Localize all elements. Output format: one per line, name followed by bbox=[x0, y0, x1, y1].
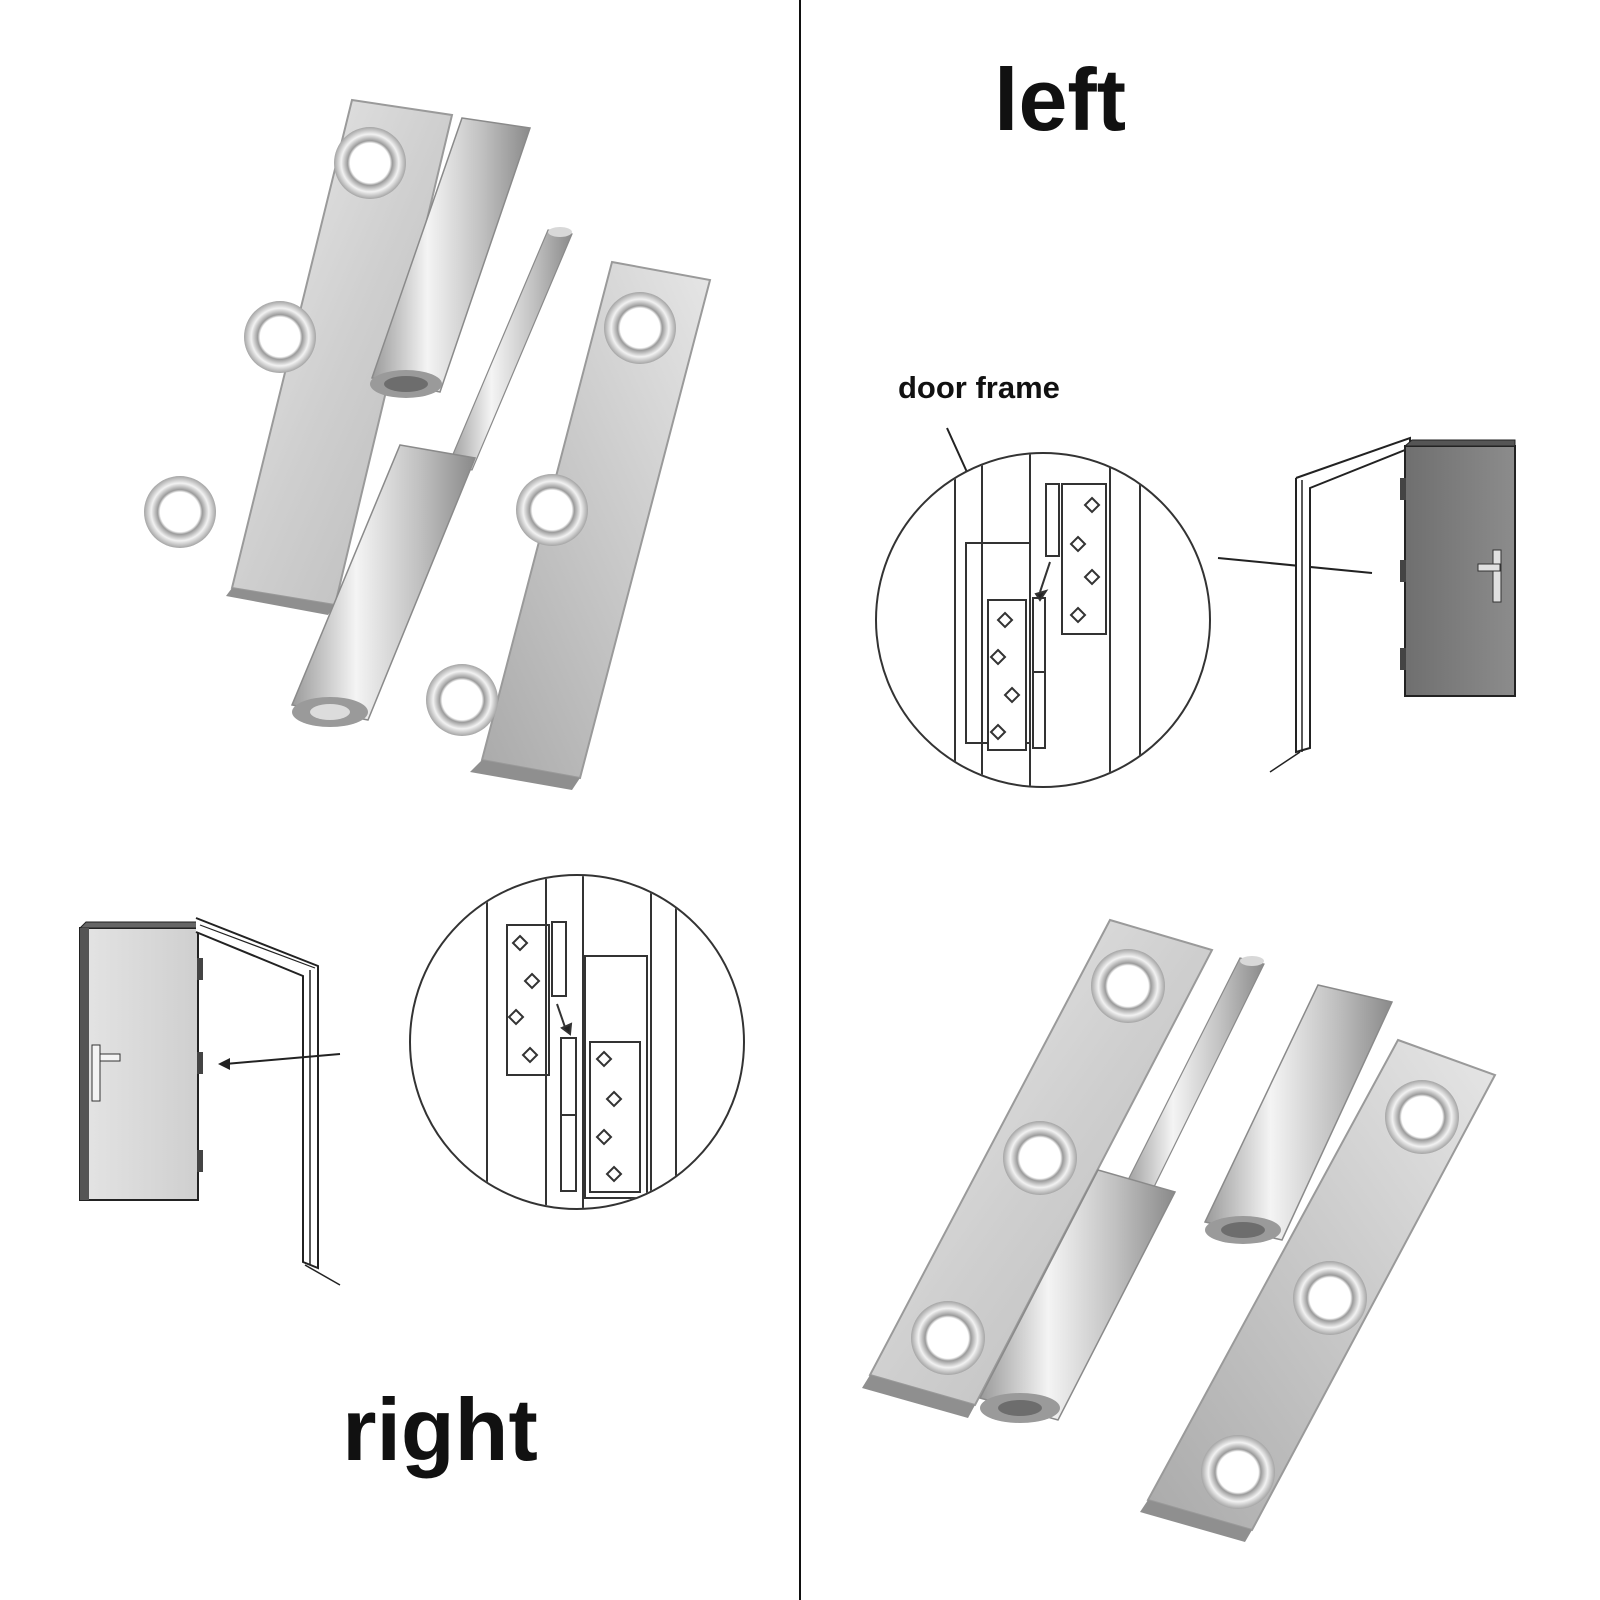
label-door-frame: door frame bbox=[898, 370, 1060, 405]
hinge-barrel-lower-left bbox=[978, 1169, 1177, 1421]
hinge-photo-right bbox=[144, 98, 712, 790]
diagram-right-detail bbox=[409, 874, 745, 1210]
screw-holes-lower bbox=[911, 949, 1459, 1509]
door-handle-left bbox=[1492, 549, 1502, 603]
door-drawing-left bbox=[1269, 436, 1516, 773]
hinge-barrel-upper bbox=[371, 117, 532, 393]
hinge-barrel-upper-right bbox=[1203, 984, 1394, 1241]
detail-circle-left bbox=[875, 452, 1211, 788]
door-drawing-right bbox=[78, 917, 341, 1286]
hinge-barrel-lower bbox=[290, 444, 477, 721]
screw-holes bbox=[144, 127, 676, 736]
label-right: right bbox=[342, 1380, 538, 1479]
label-left: left bbox=[994, 50, 1126, 149]
hinge-photo-left bbox=[862, 918, 1497, 1542]
door-handle-right bbox=[91, 1044, 101, 1102]
diagram-left-detail: door frame bbox=[875, 370, 1373, 788]
